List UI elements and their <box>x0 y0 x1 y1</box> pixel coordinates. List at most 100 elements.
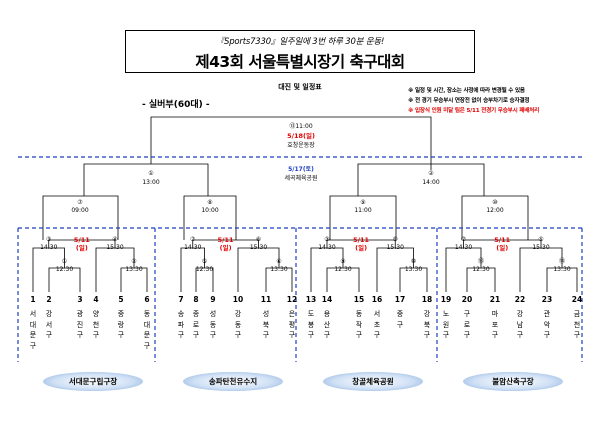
qf-10-connector <box>461 195 529 240</box>
qf-1-no: ⑦ <box>77 199 83 206</box>
slogan: 『Sports7330』일주일에 3번 하루 30분 운동! <box>215 37 385 47</box>
note-1: ※ 일정 및 시간, 장소는 사정에 따라 변경될 수 있음 <box>408 88 525 94</box>
final-venue: 효창운동장 <box>287 142 315 149</box>
team-number: 12 <box>286 295 298 304</box>
team-name: 양천구 <box>92 310 100 339</box>
final-connector <box>150 116 432 170</box>
team-number: 20 <box>461 295 473 304</box>
team-name: 동대문구 <box>143 310 151 350</box>
team-number: 15 <box>353 295 365 304</box>
team-name: 동작구 <box>355 310 363 339</box>
team-name: 구로구 <box>463 310 471 339</box>
team-name: 성북구 <box>262 310 270 339</box>
venue-4: 불암산축구장 <box>463 372 563 391</box>
team-name: 금천구 <box>573 310 581 339</box>
team-number: 22 <box>514 295 526 304</box>
group-3-date: 5/11(일) <box>353 236 370 252</box>
team-name: 서대문구 <box>29 310 37 350</box>
team-number: 8 <box>193 295 199 304</box>
group-1-top-connector <box>48 239 116 248</box>
group-4-left-inner <box>466 267 496 292</box>
team-name: 마포구 <box>491 310 499 339</box>
qf-9-connector <box>329 195 397 240</box>
qf-7-connector <box>42 195 119 240</box>
group-4-right-inner <box>546 267 578 292</box>
team-name: 중랑구 <box>117 310 125 339</box>
semi-2-time: 14:00 <box>422 179 440 186</box>
team-name: 송파구 <box>177 310 185 339</box>
group-3-top-connector <box>326 239 396 248</box>
team-number: 13 <box>305 295 317 304</box>
group-2-right-inner <box>265 267 293 292</box>
qf-1-time: 09:00 <box>71 207 89 214</box>
team-number: 21 <box>489 295 501 304</box>
qf-4-time: 12:00 <box>486 207 504 214</box>
group-1-date: 5/11(일) <box>73 236 90 252</box>
team-number: 11 <box>260 295 272 304</box>
team-name: 광진구 <box>76 310 84 339</box>
division-label: - 실버부(60대) - <box>142 100 210 110</box>
team-number: 4 <box>93 295 99 304</box>
final-time: ⑬11:00 <box>289 123 313 130</box>
team-name: 종로구 <box>192 310 200 339</box>
team-number: 24 <box>571 295 583 304</box>
qf-3-time: 11:00 <box>354 207 372 214</box>
team-number: 2 <box>46 295 52 304</box>
group-1-left-inner <box>48 267 81 292</box>
team-number: 19 <box>440 295 452 304</box>
team-name: 서초구 <box>373 310 381 339</box>
team-name: 강서구 <box>45 310 53 339</box>
team-number: 5 <box>118 295 124 304</box>
semi-2-connector <box>357 163 485 196</box>
venue-3: 창골체육공원 <box>323 372 423 391</box>
semi-1-time: 13:00 <box>142 179 160 186</box>
team-number: 14 <box>321 295 333 304</box>
team-number: 16 <box>371 295 383 304</box>
team-name: 강북구 <box>423 310 431 339</box>
semi-1-connector <box>83 163 209 196</box>
semi-1-no: ① <box>148 170 154 177</box>
group-4-top-connector <box>463 239 542 248</box>
title-box: 『Sports7330』일주일에 3번 하루 30분 운동! 제43회 서울특별… <box>125 30 475 73</box>
team-name: 강동구 <box>234 310 242 339</box>
team-name: 중구 <box>396 310 404 329</box>
team-name: 성동구 <box>209 310 217 339</box>
semi-venue: 세곡체육공원 <box>284 175 318 182</box>
team-number: 17 <box>394 295 406 304</box>
group-2-top-connector <box>192 239 259 248</box>
qf-8-connector <box>183 195 237 240</box>
group-3-left-inner <box>326 267 360 292</box>
note-2: ※ 전 경기 무승부시 연장전 없이 승부차기로 승자결정 <box>408 98 530 104</box>
note-3: ※ 입장식 인원 미달 팀은 5/11 전경기 무승부시 패배처리 <box>408 108 540 114</box>
semi-date: 5/17(토) <box>288 166 314 173</box>
venue-1: 서대문구립구장 <box>43 372 143 391</box>
team-number: 9 <box>210 295 216 304</box>
qf-2-time: 10:00 <box>201 207 219 214</box>
group-2-left-inner <box>195 267 214 292</box>
team-number: 18 <box>421 295 433 304</box>
team-name: 관악구 <box>543 310 551 339</box>
team-number: 10 <box>232 295 244 304</box>
team-name: 은평구 <box>288 310 296 339</box>
group-3-right-inner <box>399 267 428 292</box>
team-name: 강남구 <box>516 310 524 339</box>
group-4-date: 5/11(일) <box>494 236 511 252</box>
subtitle: 대진 및 일정표 <box>278 83 322 91</box>
page-title: 제43회 서울특별시장기 축구대회 <box>195 53 405 71</box>
team-number: 23 <box>541 295 553 304</box>
venue-2: 송파탄천유수지 <box>183 372 283 391</box>
